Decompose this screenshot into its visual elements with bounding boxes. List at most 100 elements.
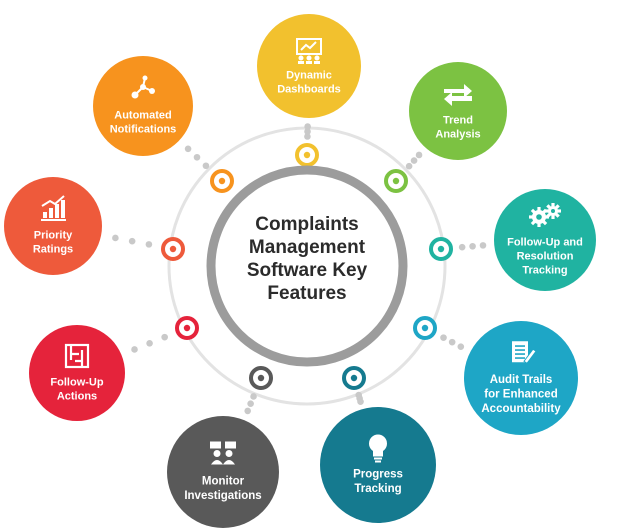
center-title-line-4: Features <box>267 283 346 304</box>
feature-node-circle <box>464 321 578 435</box>
connector-dot <box>184 145 192 153</box>
connector-dot <box>193 153 201 161</box>
connector-dot <box>448 338 456 346</box>
feature-node-circle <box>93 56 193 156</box>
connector-monitor-investigations <box>244 393 257 415</box>
center-title-line-1: Complaints <box>255 214 358 235</box>
connector-dot <box>202 162 210 170</box>
feature-node-circle <box>494 189 596 291</box>
feature-label-line: Monitor <box>202 475 245 487</box>
feature-label-line: Notifications <box>110 123 177 135</box>
connector-dot <box>128 237 136 245</box>
ring-marker-follow-up-resolution-tracking <box>429 237 453 261</box>
connector-dot <box>304 128 311 135</box>
connector-progress-tracking <box>355 391 364 405</box>
center-hub-inner <box>219 178 395 354</box>
feature-label-line: Follow-Up and <box>507 236 583 248</box>
feature-label-line: Accountability <box>481 403 561 415</box>
feature-nodes-layer: DynamicDashboardsTrendAnalysisFollow-Up … <box>4 14 596 528</box>
connector-dot <box>415 151 423 159</box>
ring-marker-monitor-investigations <box>249 366 273 390</box>
connector-dot <box>410 157 418 164</box>
growth-chart-icon <box>41 195 66 221</box>
connector-dot <box>112 234 119 242</box>
people-discussion-icon <box>210 441 236 465</box>
center-hub: Complaints Management Software Key Featu… <box>206 165 408 367</box>
feature-label-line: Dynamic <box>286 69 332 81</box>
connector-follow-up-resolution-tracking <box>458 242 487 251</box>
ring-marker-trend-analysis <box>384 169 408 193</box>
connector-dot <box>247 400 254 407</box>
connector-follow-up-actions <box>131 333 168 353</box>
feature-label-line: Resolution <box>517 250 574 262</box>
feature-label-line: Analysis <box>435 128 480 140</box>
connector-audit-trails <box>440 334 465 350</box>
feature-label-line: Automated <box>114 109 171 121</box>
feature-label-line: Investigations <box>184 490 261 502</box>
ring-markers-layer <box>161 143 453 390</box>
feature-label-line: Priority <box>34 229 73 241</box>
document-pen-icon <box>512 341 537 364</box>
connector-automated-notifications <box>184 145 210 170</box>
connector-dot <box>145 241 153 248</box>
connector-dot <box>250 393 257 400</box>
feature-node-circle <box>4 177 102 275</box>
connector-dot <box>457 343 465 350</box>
feature-label-line: Audit Trails <box>490 374 553 386</box>
feature-node-circle <box>320 407 436 523</box>
feature-label-line: Ratings <box>33 243 73 255</box>
ring-marker-progress-tracking <box>342 366 366 390</box>
connector-dot <box>146 340 153 347</box>
connector-dot <box>405 162 413 170</box>
connector-dot <box>440 334 447 341</box>
connector-trend-analysis <box>405 151 423 170</box>
feature-label-line: Trend <box>443 114 473 126</box>
lightbulb-icon <box>369 434 387 463</box>
ring-marker-priority-ratings <box>161 237 185 261</box>
feature-label-line: Follow-Up <box>50 376 103 388</box>
connector-dot <box>304 123 311 130</box>
connector-dot <box>161 333 168 341</box>
feature-label-line: Progress <box>353 468 403 480</box>
connector-dot <box>357 398 364 405</box>
connector-dot <box>479 242 487 249</box>
connector-dot <box>458 243 466 251</box>
connectors-layer <box>112 123 487 415</box>
feature-node-circle <box>409 62 507 160</box>
feature-node-circle <box>167 416 279 528</box>
ring-marker-follow-up-actions <box>175 316 199 340</box>
feature-label-line: Actions <box>57 390 97 402</box>
ring-marker-automated-notifications <box>210 169 234 193</box>
maze-icon <box>64 343 90 369</box>
ring-marker-audit-trails <box>413 316 437 340</box>
feature-node-circle <box>257 14 361 118</box>
share-nodes-icon <box>131 75 155 99</box>
swap-arrows-icon <box>444 84 472 106</box>
connector-priority-ratings <box>112 234 153 248</box>
center-title-line-3: Software Key <box>247 260 368 281</box>
feature-node-circle <box>29 325 125 421</box>
feature-label-line: Tracking <box>522 264 567 276</box>
center-title-line-2: Management <box>249 237 366 258</box>
connector-dot <box>469 242 476 250</box>
connector-dot <box>304 133 311 140</box>
gears-icon <box>529 203 561 227</box>
dashboard-presentation-icon <box>296 38 322 64</box>
connector-dynamic-dashboards <box>304 123 311 140</box>
feature-label-line: Tracking <box>354 483 401 495</box>
ring-marker-dynamic-dashboards <box>295 143 319 167</box>
connector-dot <box>244 407 251 415</box>
feature-label-line: for Enhanced <box>484 389 557 401</box>
feature-label-line: Dashboards <box>277 83 341 95</box>
connector-dot <box>131 346 138 353</box>
